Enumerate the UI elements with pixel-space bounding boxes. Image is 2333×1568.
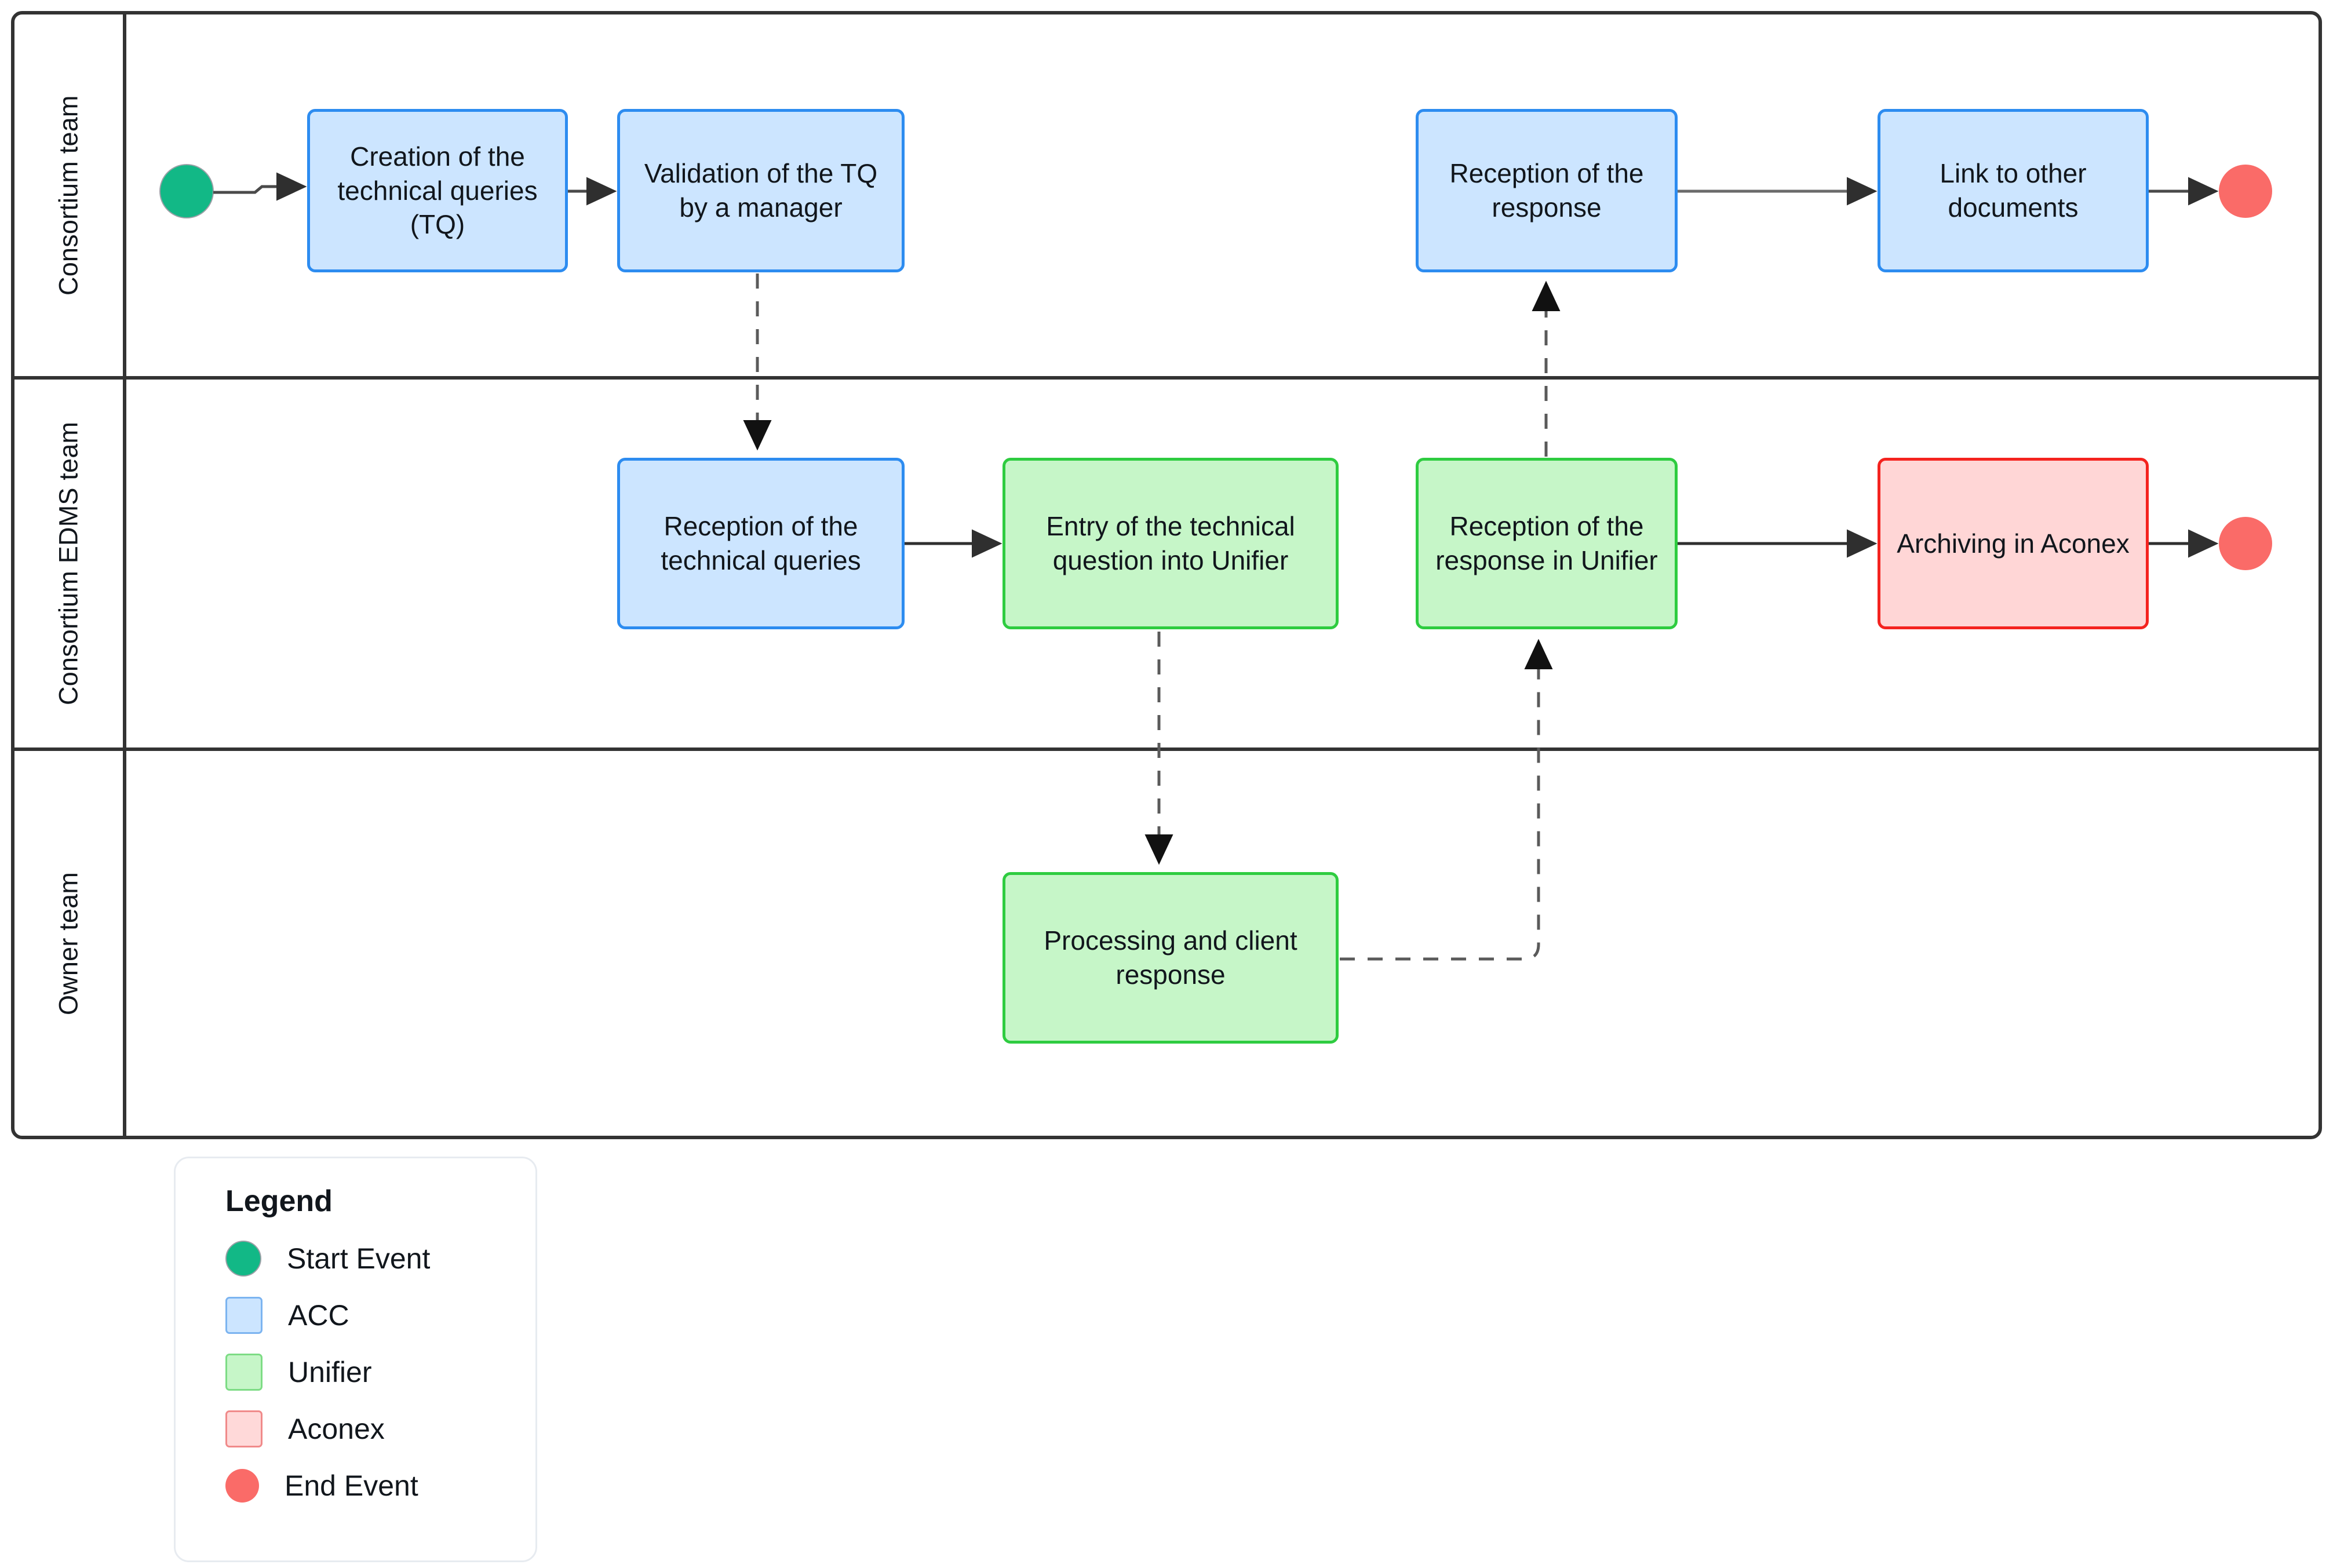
task-reception-response-label: Reception of the response (1449, 158, 1644, 223)
legend-title: Legend (225, 1184, 333, 1218)
end-event-swatch-icon (225, 1469, 259, 1503)
legend-label-acc: ACC (288, 1299, 349, 1332)
task-reception-queries[interactable]: Reception of the technical queries (617, 458, 905, 629)
lane-title-owner-team: Owner team (13, 749, 125, 1137)
lane-title-consortium-edms-team: Consortium EDMS team (13, 378, 125, 749)
start-event-swatch-icon (225, 1241, 261, 1277)
aconex-swatch-icon (225, 1410, 263, 1447)
task-creation-tq[interactable]: Creation of the technical queries (TQ) (307, 109, 568, 272)
flow-start-to-creation (213, 172, 307, 201)
lane-title-consortium-edms-team-label: Consortium EDMS team (53, 421, 83, 706)
task-creation-tq-label: Creation of the technical queries (TQ) (337, 141, 538, 240)
lane-title-owner-team-label: Owner team (53, 871, 83, 1015)
acc-swatch-icon (225, 1297, 263, 1334)
legend-label-unifier: Unifier (288, 1356, 372, 1388)
end-event-circle-top[interactable] (2219, 165, 2272, 218)
task-processing-client-response-label: Processing and client response (1044, 925, 1297, 990)
task-archiving-aconex-label: Archiving in Aconex (1897, 528, 2130, 559)
task-entry-question-label: Entry of the technical question into Uni… (1046, 511, 1295, 575)
lane-title-consortium-team: Consortium team (13, 13, 125, 378)
task-entry-question[interactable]: Entry of the technical question into Uni… (1003, 458, 1339, 629)
legend-label-end-event: End Event (285, 1469, 418, 1502)
task-link-documents[interactable]: Link to other documents (1878, 109, 2149, 272)
legend-label-start-event: Start Event (287, 1242, 431, 1275)
legend-item-start-event: Start Event (225, 1230, 535, 1287)
task-archiving-aconex[interactable]: Archiving in Aconex (1878, 458, 2149, 629)
task-link-documents-label: Link to other documents (1940, 158, 2087, 223)
legend-item-aconex: Aconex (225, 1401, 535, 1457)
task-validation-tq-label: Validation of the TQ by a manager (644, 158, 878, 223)
start-event-circle[interactable] (159, 164, 214, 218)
unifier-swatch-icon (225, 1354, 263, 1391)
end-event-circle-middle[interactable] (2219, 517, 2272, 570)
task-reception-response-unifier[interactable]: Reception of the response in Unifier (1416, 458, 1678, 629)
task-reception-queries-label: Reception of the technical queries (661, 511, 861, 575)
legend-item-end-event: End Event (225, 1457, 535, 1514)
lane-title-consortium-team-label: Consortium team (53, 95, 83, 296)
legend-item-unifier: Unifier (225, 1344, 535, 1401)
task-reception-response[interactable]: Reception of the response (1416, 109, 1678, 272)
legend-label-aconex: Aconex (288, 1413, 385, 1445)
legend-item-acc: ACC (225, 1287, 535, 1344)
task-validation-tq[interactable]: Validation of the TQ by a manager (617, 109, 905, 272)
task-reception-response-unifier-label: Reception of the response in Unifier (1435, 511, 1658, 575)
legend-panel: Legend Start Event ACC Unifier Aconex En… (174, 1157, 537, 1562)
task-processing-client-response[interactable]: Processing and client response (1003, 872, 1339, 1044)
flow-processing-to-reception-unifier (1340, 639, 1553, 961)
